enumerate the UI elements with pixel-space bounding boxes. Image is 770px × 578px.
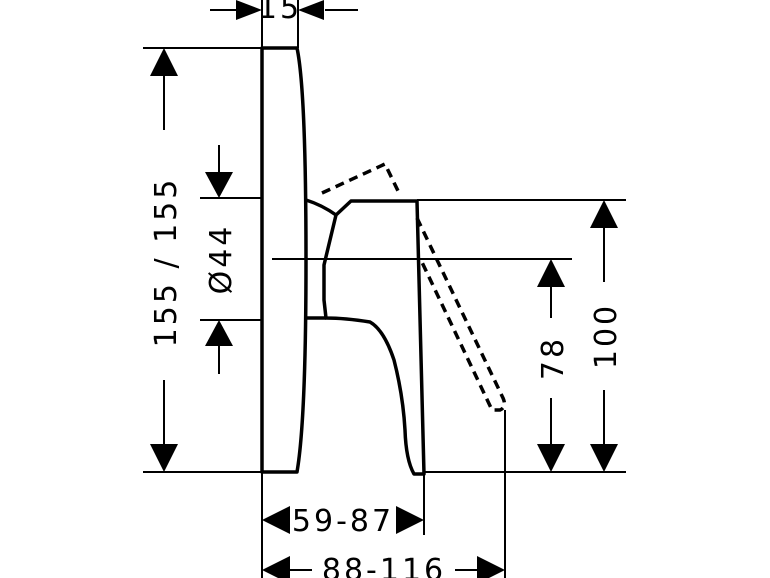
dimension-top-width: 15: [210, 0, 358, 26]
dim-label-88-116: 88-116: [322, 553, 446, 578]
dimension-plate-height: 155 / 155: [149, 48, 184, 472]
dim-label-78: 78: [536, 336, 571, 380]
dim-label-15: 15: [258, 0, 302, 26]
lever-handle: [322, 199, 426, 476]
dimension-body-depth: 59-87: [262, 504, 424, 539]
mixer-body: [260, 46, 507, 476]
dim-label-100: 100: [589, 303, 624, 369]
dim-label-diameter-44: Ø44: [204, 224, 239, 295]
dimension-lever-total: 100: [589, 200, 624, 472]
lever-alt-position-side: [415, 217, 507, 412]
dim-label-155-155: 155 / 155: [149, 177, 184, 348]
dimension-diameter: Ø44: [204, 145, 239, 374]
extension-lines: [143, 0, 626, 578]
lever-alt-position-top: [321, 162, 402, 196]
cover-plate: [260, 46, 308, 474]
dimension-lever-axis: 78: [536, 259, 571, 472]
dim-label-59-87: 59-87: [292, 504, 394, 539]
cartridge-neck: [305, 198, 338, 320]
dimension-total-depth: 88-116: [262, 553, 505, 578]
